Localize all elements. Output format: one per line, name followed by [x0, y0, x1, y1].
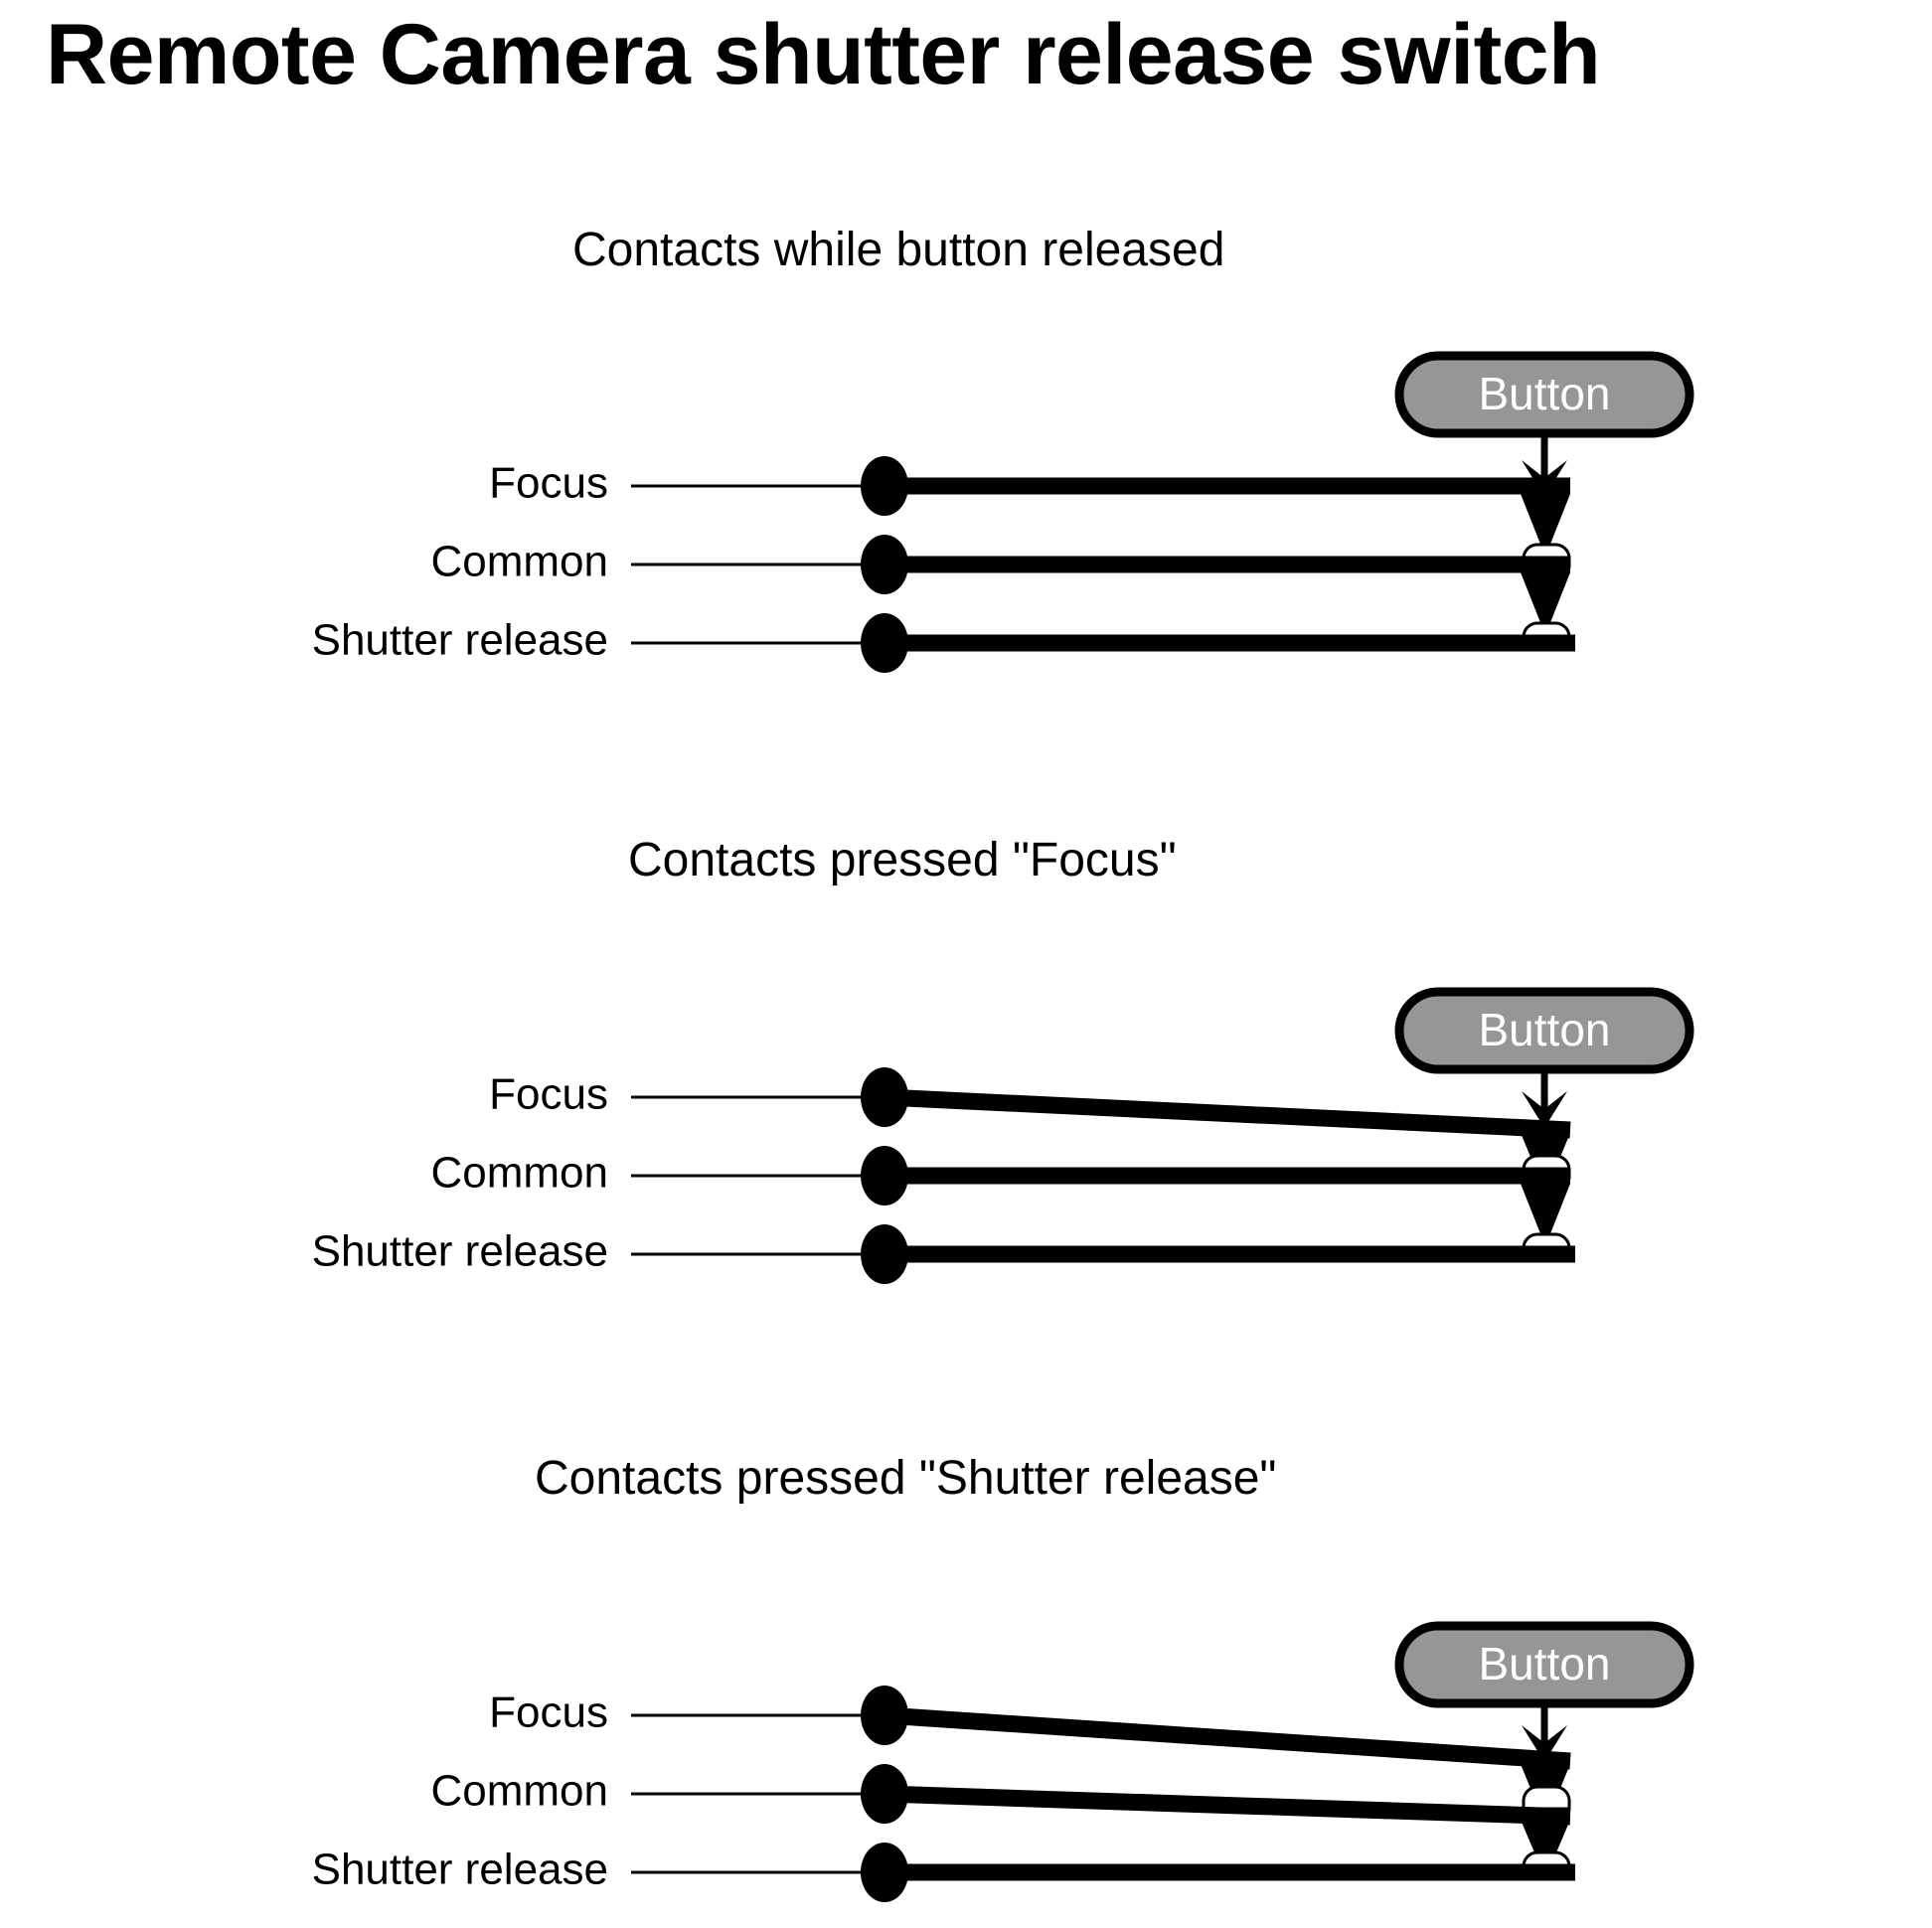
wire-label-common: Common — [431, 1767, 609, 1816]
button-pill-label: Button — [1479, 368, 1611, 419]
contact-wedge-icon — [1521, 572, 1570, 635]
contact-pad-icon — [1522, 1785, 1571, 1811]
wire-row-focus-focus-pressed: Focus — [489, 1067, 1571, 1193]
diagram-section-focus-pressed: Button Focus Common Shutter release — [312, 987, 1694, 1284]
contact-wedge-icon — [1521, 1184, 1570, 1246]
wire-label-common: Common — [431, 538, 609, 586]
wire-label-shutter-release: Shutter release — [312, 1846, 608, 1894]
section-heading-released: Contacts while button released — [572, 224, 1225, 276]
press-arrow-focus-pressed — [1522, 1069, 1567, 1128]
wire-row-common-shutter-pressed: Common — [431, 1764, 1571, 1878]
section-heading-focus-pressed: Contacts pressed "Focus" — [628, 834, 1177, 886]
wire-label-shutter-release: Shutter release — [312, 1227, 608, 1276]
press-arrow-shutter-pressed — [1522, 1703, 1567, 1762]
wire-row-common-focus-pressed: Common — [431, 1146, 1571, 1246]
wire-label-focus: Focus — [489, 459, 608, 508]
wire-row-shutter-released: Shutter release — [312, 613, 1575, 673]
wire-row-focus-released: Focus — [489, 456, 1570, 557]
diagram-section-shutter-pressed: Button Focus Common Shutter release — [312, 1621, 1694, 1902]
wire-row-shutter-shutter-pressed: Shutter release — [312, 1843, 1575, 1902]
wire-label-focus: Focus — [489, 1688, 608, 1737]
wire-label-common: Common — [431, 1149, 609, 1198]
wire-label-shutter-release: Shutter release — [312, 616, 608, 665]
button-pill-label: Button — [1479, 1004, 1611, 1055]
section-heading-shutter-pressed: Contacts pressed "Shutter release" — [535, 1452, 1277, 1505]
contact-wedge-icon — [1521, 494, 1570, 557]
wire-row-common-released: Common — [431, 535, 1571, 635]
wire-row-shutter-focus-pressed: Shutter release — [312, 1224, 1575, 1284]
button-pill-shutter-pressed[interactable]: Button — [1394, 1621, 1694, 1708]
button-pill-focus-pressed[interactable]: Button — [1394, 987, 1694, 1074]
contact-wedge-icon — [1521, 1820, 1570, 1878]
diagram-section-released: Button Focus Common Shutter release — [312, 351, 1694, 673]
wire-row-focus-shutter-pressed: Focus — [489, 1686, 1571, 1825]
button-pill-label: Button — [1479, 1638, 1611, 1689]
wire-label-focus: Focus — [489, 1070, 608, 1119]
page-title: Remote Camera shutter release switch — [46, 7, 1601, 102]
button-pill-released[interactable]: Button — [1394, 351, 1694, 438]
